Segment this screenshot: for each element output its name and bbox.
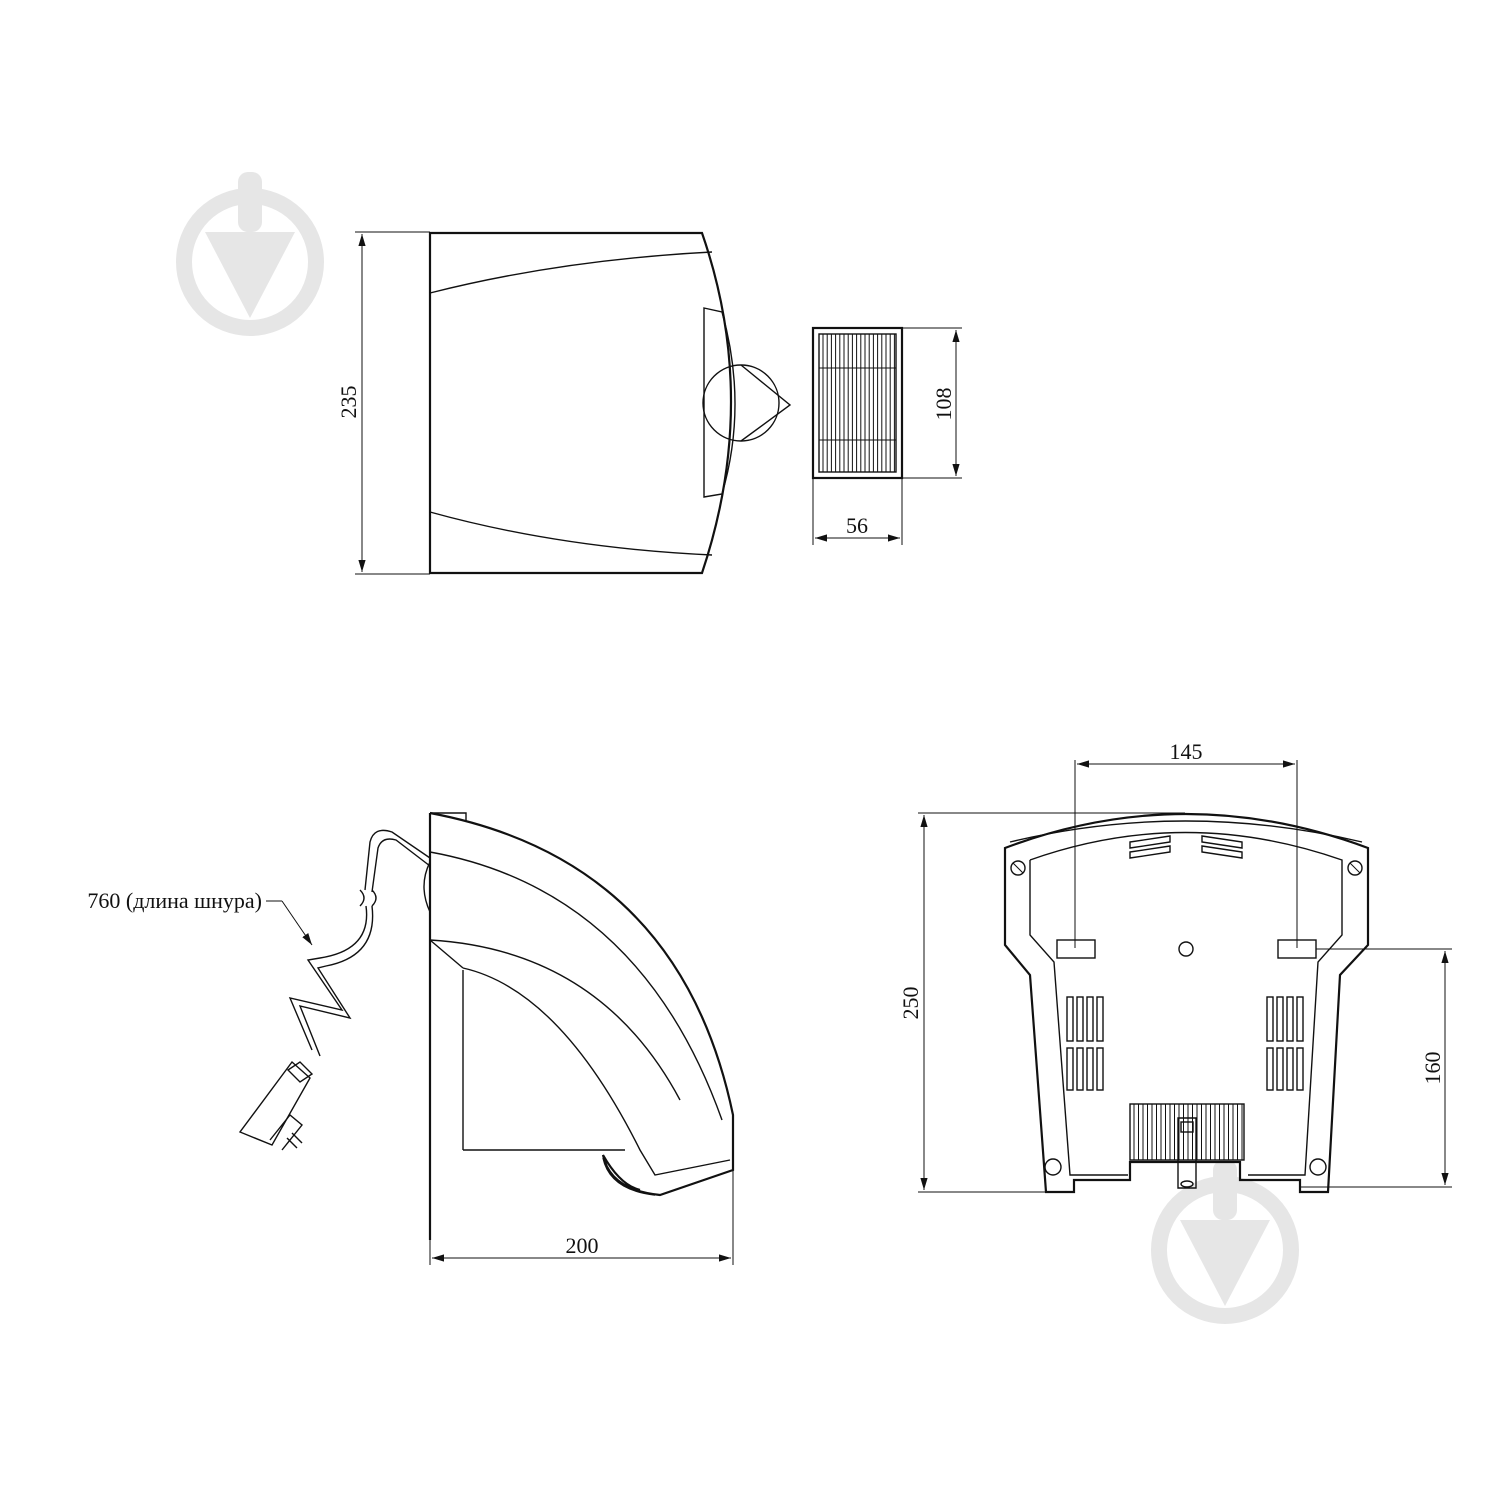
dimension-label-108: 108	[931, 388, 956, 421]
dimension-label-160: 160	[1420, 1052, 1445, 1085]
vent-slot	[1096, 996, 1104, 1042]
vent-slot	[1066, 996, 1074, 1042]
vent-slot	[1296, 996, 1304, 1042]
side-view	[238, 811, 735, 1240]
dimension-front-height: 235	[336, 231, 430, 575]
vent-slot	[1266, 1047, 1274, 1091]
back-view	[1003, 812, 1370, 1194]
vent-slot	[1096, 1047, 1104, 1091]
dimension-label-235: 235	[336, 386, 361, 419]
dimension-label-cord: 760 (длина шнура)	[87, 888, 262, 913]
vent-slot	[1266, 996, 1274, 1042]
dimension-side-depth: 200	[429, 1170, 734, 1265]
callout-cord-length: 760 (длина шнура)	[87, 888, 313, 946]
dimension-grille-height: 108	[902, 327, 962, 479]
vent-slot	[1286, 1047, 1294, 1091]
vent-slot	[1276, 996, 1284, 1042]
dimension-label-200: 200	[566, 1233, 599, 1258]
vent-slot	[1076, 1047, 1084, 1091]
dimension-back-mount-spacing: 145	[1074, 739, 1298, 948]
dimension-back-mount-height: 160	[1300, 948, 1452, 1188]
dimension-label-145: 145	[1170, 739, 1203, 764]
vent-slot	[1086, 1047, 1094, 1091]
grille-detail	[811, 326, 904, 480]
dimension-back-height: 250	[898, 812, 1185, 1193]
vent-slot	[1286, 996, 1294, 1042]
watermark-logo-bottom	[1151, 1160, 1299, 1324]
vent-slot	[1066, 1047, 1074, 1091]
front-view	[428, 231, 792, 575]
vent-slot	[1076, 996, 1084, 1042]
dimension-label-250: 250	[898, 987, 923, 1020]
vent-slot	[1276, 1047, 1284, 1091]
watermark-logo-top	[176, 172, 324, 336]
dimension-grille-width: 56	[812, 478, 903, 545]
vent-slot	[1296, 1047, 1304, 1091]
vent-slot	[1086, 996, 1094, 1042]
dimension-label-56: 56	[846, 513, 868, 538]
